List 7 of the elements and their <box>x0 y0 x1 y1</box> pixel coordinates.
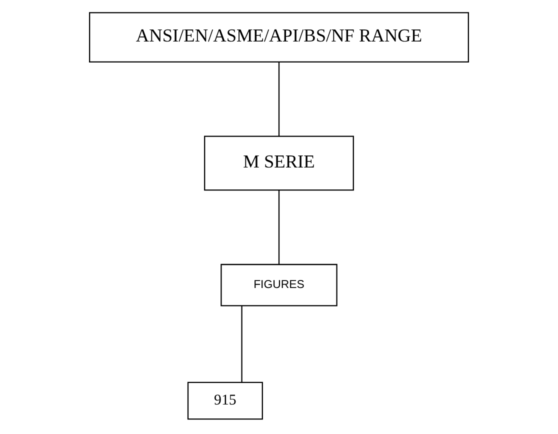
node-box: ANSI/EN/ASME/API/BS/NF RANGE <box>89 12 469 62</box>
node-box: 915 <box>187 382 263 420</box>
connector <box>241 306 242 382</box>
connector <box>278 190 280 264</box>
connector <box>278 62 280 136</box>
node-box: M SERIE <box>204 136 354 191</box>
node-box: FIGURES <box>220 264 338 306</box>
